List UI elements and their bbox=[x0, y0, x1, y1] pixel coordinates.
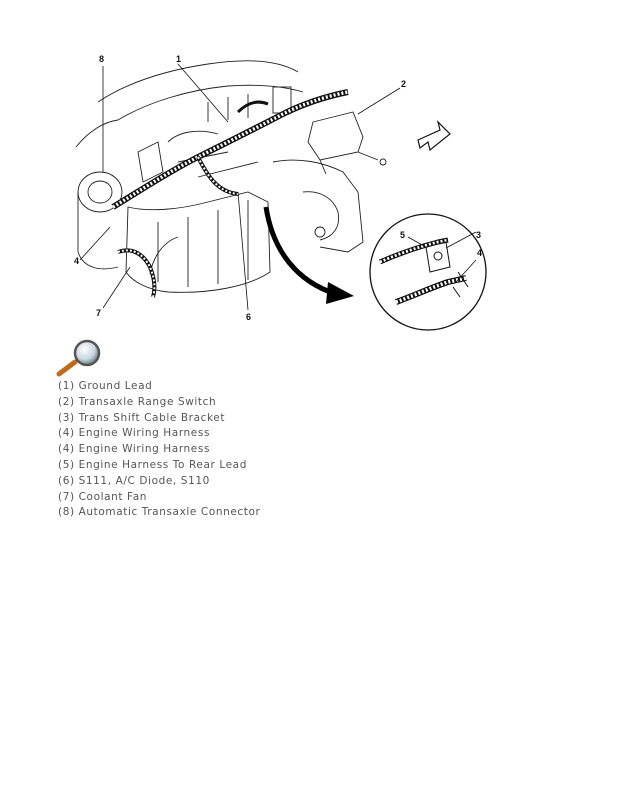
callout-5: 5 bbox=[400, 230, 405, 240]
inset-detail bbox=[369, 213, 487, 331]
magnifier-icon[interactable] bbox=[55, 338, 105, 378]
legend-item: (6) S111, A/C Diode, S110 bbox=[58, 474, 210, 487]
callout-1: 1 bbox=[176, 54, 181, 64]
callout-7: 7 bbox=[96, 308, 101, 318]
callout-3: 3 bbox=[476, 230, 481, 240]
legend-item: (4) Engine Wiring Harness bbox=[58, 443, 211, 456]
callout-4-inset: 4 bbox=[477, 248, 482, 258]
legend-item: (7) Coolant Fan bbox=[58, 490, 148, 503]
legend-item: (2) Transaxle Range Switch bbox=[58, 395, 217, 408]
callout-leaders bbox=[79, 63, 477, 311]
legend-item: (3) Trans Shift Cable Bracket bbox=[58, 411, 226, 424]
legend-item: (4) Engine Wiring Harness bbox=[58, 427, 211, 440]
parts-legend: (1) Ground Lead (2) Transaxle Range Swit… bbox=[58, 379, 260, 521]
callout-6: 6 bbox=[246, 312, 251, 322]
callout-8: 8 bbox=[99, 54, 104, 64]
callout-4-main: 4 bbox=[74, 256, 79, 266]
callout-2: 2 bbox=[401, 79, 406, 89]
direction-arrow-icon bbox=[417, 120, 451, 152]
legend-item: (5) Engine Harness To Rear Lead bbox=[58, 458, 247, 471]
detail-arrow-head bbox=[326, 282, 354, 304]
engine-harness-diagram: 1 2 3 4 4 5 6 7 8 bbox=[74, 54, 487, 331]
engine-outline bbox=[75, 60, 387, 293]
legend-item: (1) Ground Lead bbox=[58, 380, 153, 392]
legend-item: (8) Automatic Transaxle Connector bbox=[58, 506, 261, 519]
detail-arrow bbox=[263, 206, 337, 297]
wiring-harness bbox=[111, 89, 349, 298]
